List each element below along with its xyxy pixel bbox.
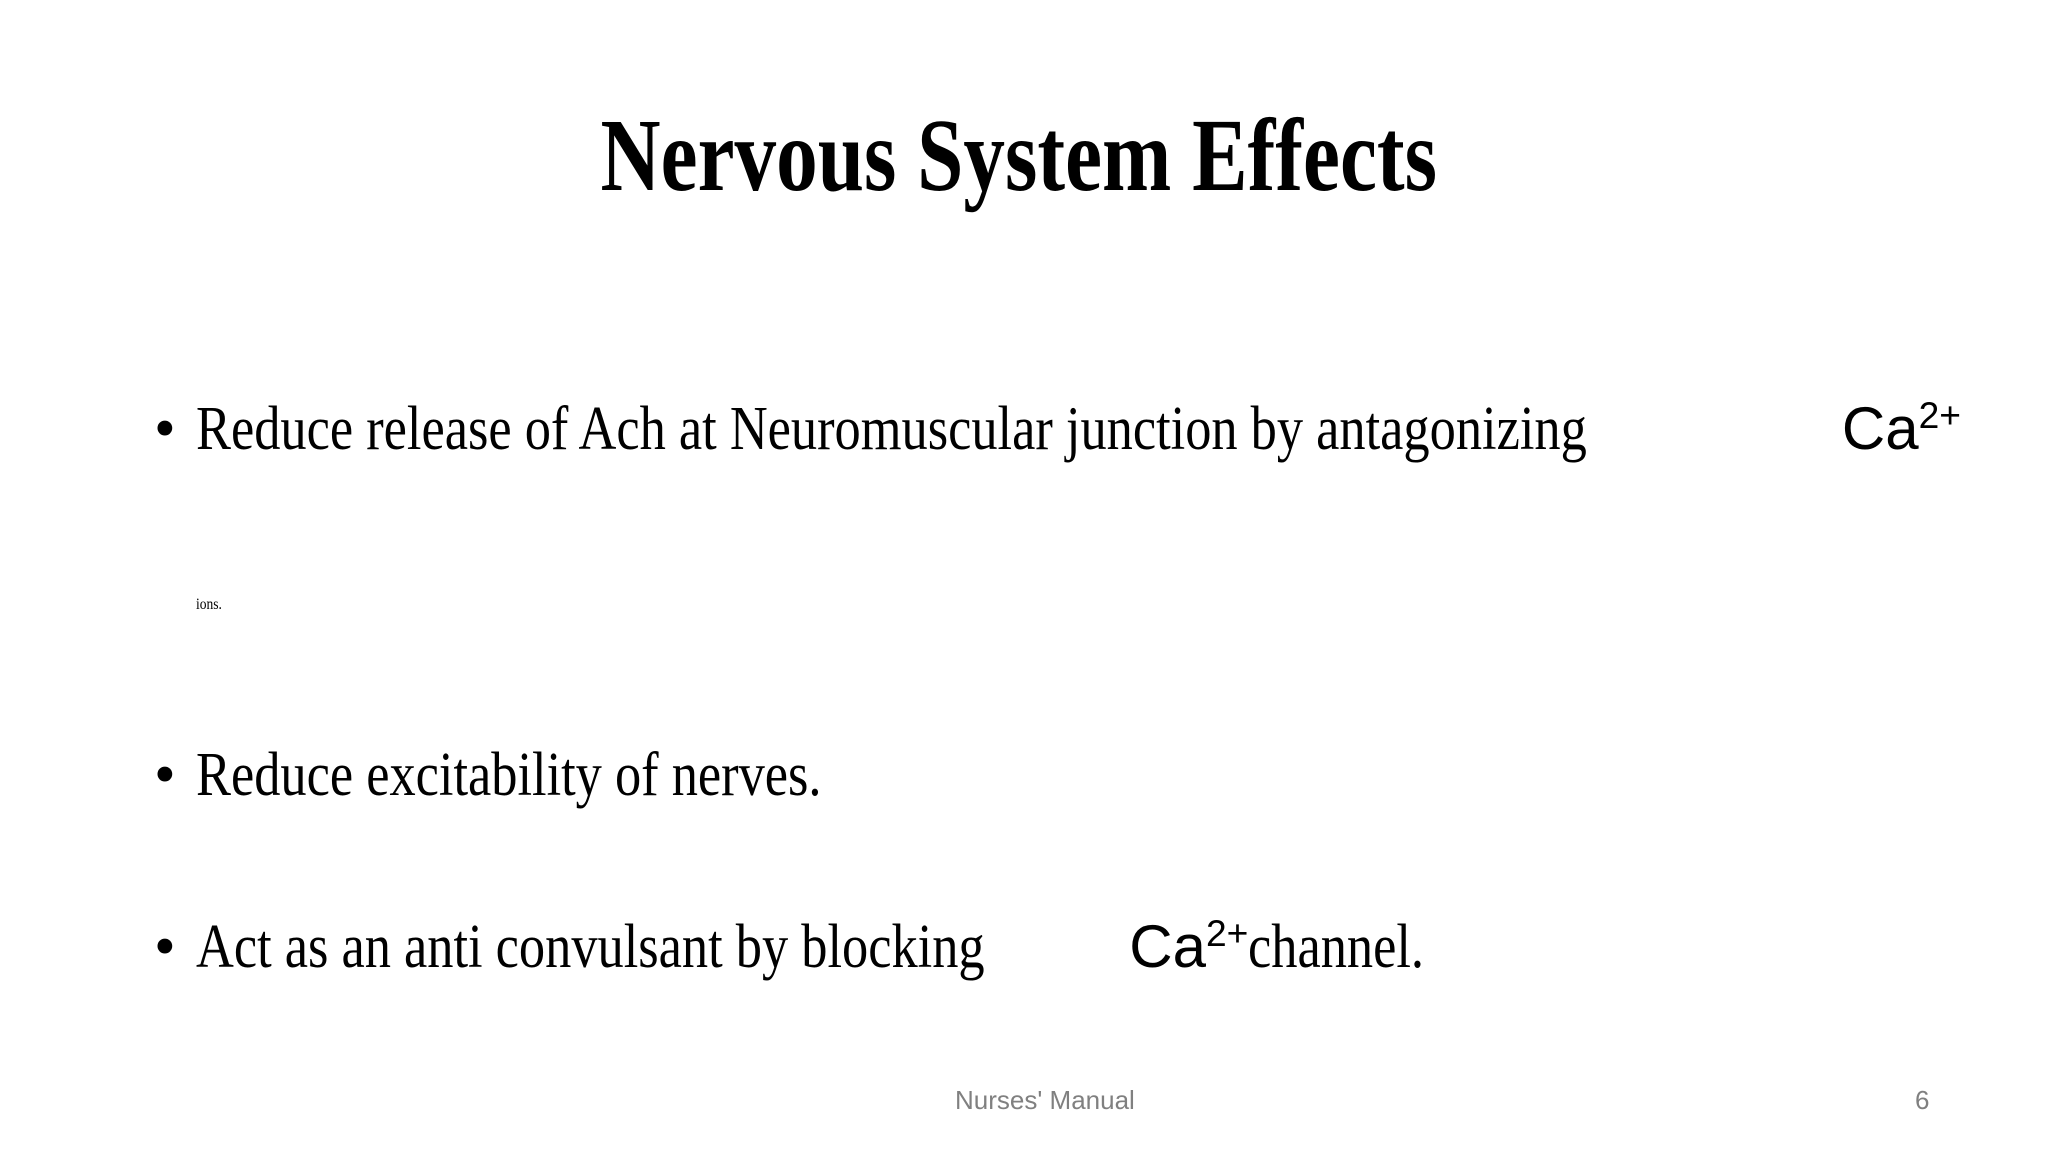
chemical-formula-calcium: Ca2+ xyxy=(1842,395,1961,462)
bullet-marker-icon: • xyxy=(154,741,176,809)
list-item-trail-text: channel. xyxy=(1248,913,1425,981)
list-item-text: Act as an anti convulsant by blocking Ca… xyxy=(196,913,1457,981)
list-item: • Act as an anti convulsant by blocking … xyxy=(148,870,1988,1024)
spacer xyxy=(148,506,1988,530)
formula-element: Ca xyxy=(1129,913,1206,980)
bullet-list: • Reduce release of Ach at Neuromuscular… xyxy=(148,352,1988,1024)
list-item: • Reduce excitability of nerves. xyxy=(148,698,1988,852)
list-item-continuation-text: ions. xyxy=(196,596,222,613)
chemical-formula-calcium: Ca2+ xyxy=(1129,913,1248,980)
list-item: • Reduce release of Ach at Neuromuscular… xyxy=(148,352,1988,506)
bullet-marker-icon: • xyxy=(154,913,176,981)
list-item-continuation: ions. xyxy=(148,530,1988,680)
title-container: Nervous System Effects xyxy=(0,104,2048,208)
list-item-lead-text: Act as an anti convulsant by blocking xyxy=(196,913,985,981)
footer-label: Nurses' Manual xyxy=(955,1085,1135,1115)
list-item-text: Reduce excitability of nerves. xyxy=(196,741,936,809)
spacer xyxy=(148,680,1988,698)
slide-footer: Nurses' Manual 6 xyxy=(0,1082,2048,1130)
formula-charge: 2+ xyxy=(1205,912,1249,954)
list-item-lead-text: Reduce excitability of nerves. xyxy=(196,741,822,809)
formula-charge: 2+ xyxy=(1918,394,1961,436)
spacer xyxy=(148,852,1988,870)
slide-number: 6 xyxy=(1915,1085,1930,1115)
list-item-text: Reduce release of Ach at Neuromuscular j… xyxy=(196,395,1961,463)
list-item-lead-text: Reduce release of Ach at Neuromuscular j… xyxy=(196,395,1587,463)
bullet-marker-icon: • xyxy=(154,395,176,463)
page-title: Nervous System Effects xyxy=(600,98,1438,213)
formula-element: Ca xyxy=(1841,395,1919,462)
